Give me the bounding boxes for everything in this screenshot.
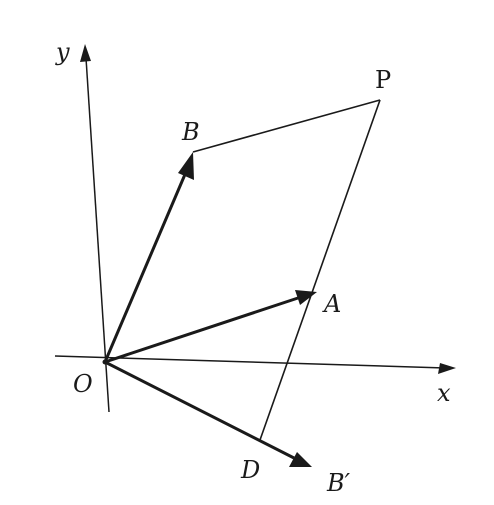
- point-P-label: P: [375, 66, 391, 94]
- x-axis-arrowhead: [438, 363, 456, 374]
- x-axis-label: x: [437, 379, 451, 407]
- origin-point: [102, 359, 108, 365]
- y-axis-arrowhead: [80, 44, 91, 62]
- point-B-prime-label: B′: [326, 469, 351, 497]
- point-B-label: B: [181, 118, 200, 146]
- point-A-label: A: [322, 290, 341, 318]
- vector-OB-arrowhead: [178, 152, 194, 180]
- vector-OB: [103, 171, 188, 363]
- y-axis-label: y: [55, 38, 70, 66]
- y-axis: [85, 57, 110, 413]
- point-D-label: D: [240, 456, 260, 484]
- origin-label: O: [73, 370, 93, 398]
- vector-OA-arrowhead: [295, 290, 317, 305]
- vector-OA: [104, 296, 299, 364]
- segment-PD: [259, 99, 381, 441]
- vector-OB-prime-arrowhead: [289, 452, 312, 467]
- vector-OB-prime: [104, 360, 295, 460]
- segment-BP: [192, 99, 381, 153]
